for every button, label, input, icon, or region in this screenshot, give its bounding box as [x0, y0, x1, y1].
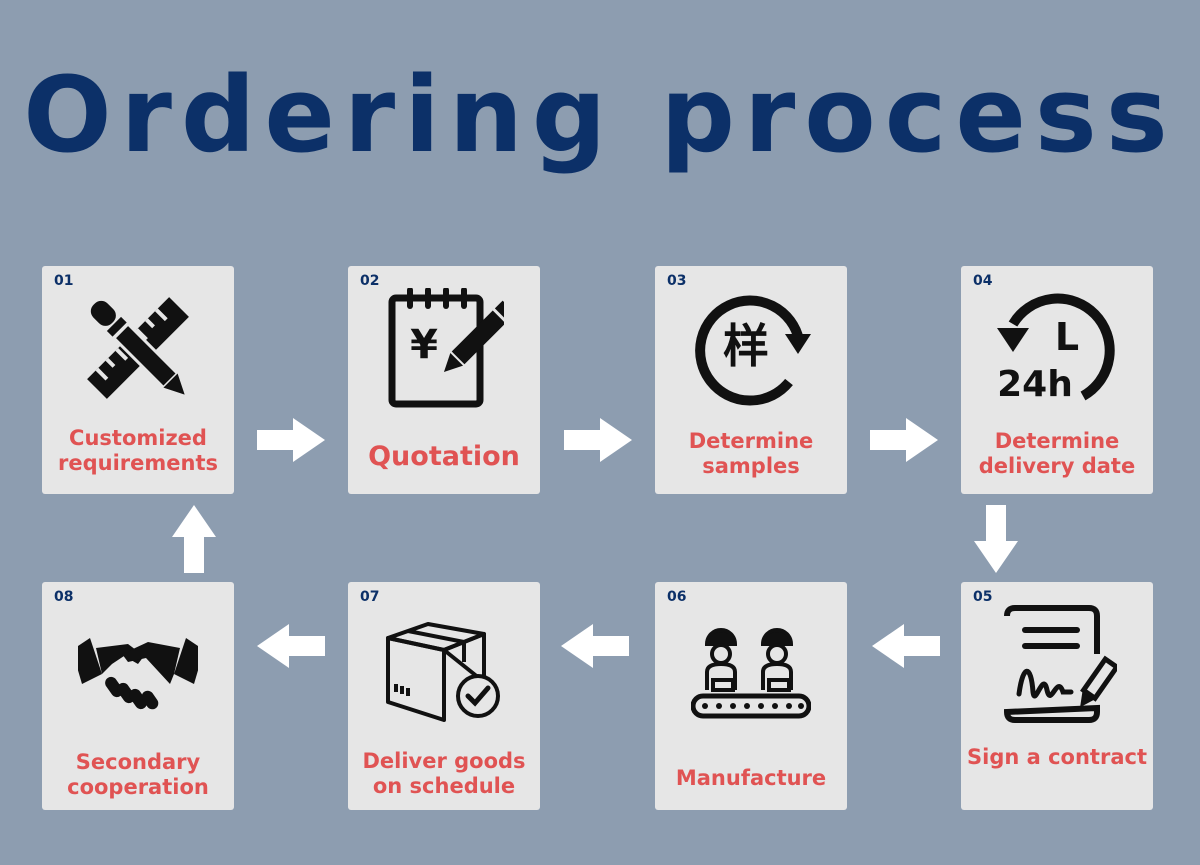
step-number: 05 — [973, 589, 993, 605]
step-number: 01 — [54, 273, 74, 289]
step-card-determine-delivery-date: 04 L 24h Determine delivery date — [961, 266, 1153, 494]
arrow-right-icon — [870, 418, 938, 462]
arrow-left-icon — [561, 624, 629, 668]
step-card-customized-requirements: 01 Customized requirements — [42, 266, 234, 494]
page-title: Ordering process — [23, 54, 1177, 176]
step-label: Determine delivery date — [978, 429, 1136, 478]
sample-cycle-icon: 样 — [695, 295, 811, 406]
step-label: Deliver goods on schedule — [362, 749, 526, 798]
step-label: Quotation — [368, 441, 520, 472]
handshake-icon — [78, 638, 198, 710]
step-card-sign-a-contract: 05 Sign a contract — [961, 582, 1153, 810]
step-label: Customized requirements — [58, 426, 218, 475]
step-number: 07 — [360, 589, 380, 605]
step-card-determine-samples: 03 样 Determine samples — [655, 266, 847, 494]
step-card-deliver-goods: 07 Deliver goods on schedule — [348, 582, 540, 810]
step-card-quotation: 02 ¥ Quotation — [348, 266, 540, 494]
contract-signature-icon — [1003, 605, 1117, 723]
arrow-right-icon — [257, 418, 325, 462]
step-number: 06 — [667, 589, 687, 605]
package-check-icon — [386, 622, 500, 722]
arrow-left-icon — [257, 624, 325, 668]
svg-text:L: L — [1055, 315, 1079, 359]
step-card-secondary-cooperation: 08 Secondary cooperation — [42, 582, 234, 810]
arrow-left-icon — [872, 624, 940, 668]
step-card-manufacture: 06 Manufacture — [655, 582, 847, 810]
step-number: 02 — [360, 273, 380, 289]
clock-24h-icon: L 24h — [997, 293, 1115, 405]
arrow-up-icon — [172, 505, 216, 573]
factory-workers-icon — [691, 628, 811, 719]
step-number: 03 — [667, 273, 687, 289]
svg-text:¥: ¥ — [410, 322, 438, 368]
step-label: Manufacture — [675, 766, 827, 790]
step-number: 08 — [54, 589, 74, 605]
svg-text:24h: 24h — [997, 364, 1073, 405]
arrow-right-icon — [564, 418, 632, 462]
step-label: Secondary cooperation — [67, 750, 209, 799]
step-label: Determine samples — [688, 429, 814, 478]
step-label: Sign a contract — [967, 745, 1147, 769]
step-number: 04 — [973, 273, 993, 289]
notepad-yen-icon: ¥ — [388, 288, 504, 408]
arrow-down-icon — [974, 505, 1018, 573]
pencil-ruler-icon — [87, 297, 189, 399]
svg-text:样: 样 — [723, 319, 769, 373]
